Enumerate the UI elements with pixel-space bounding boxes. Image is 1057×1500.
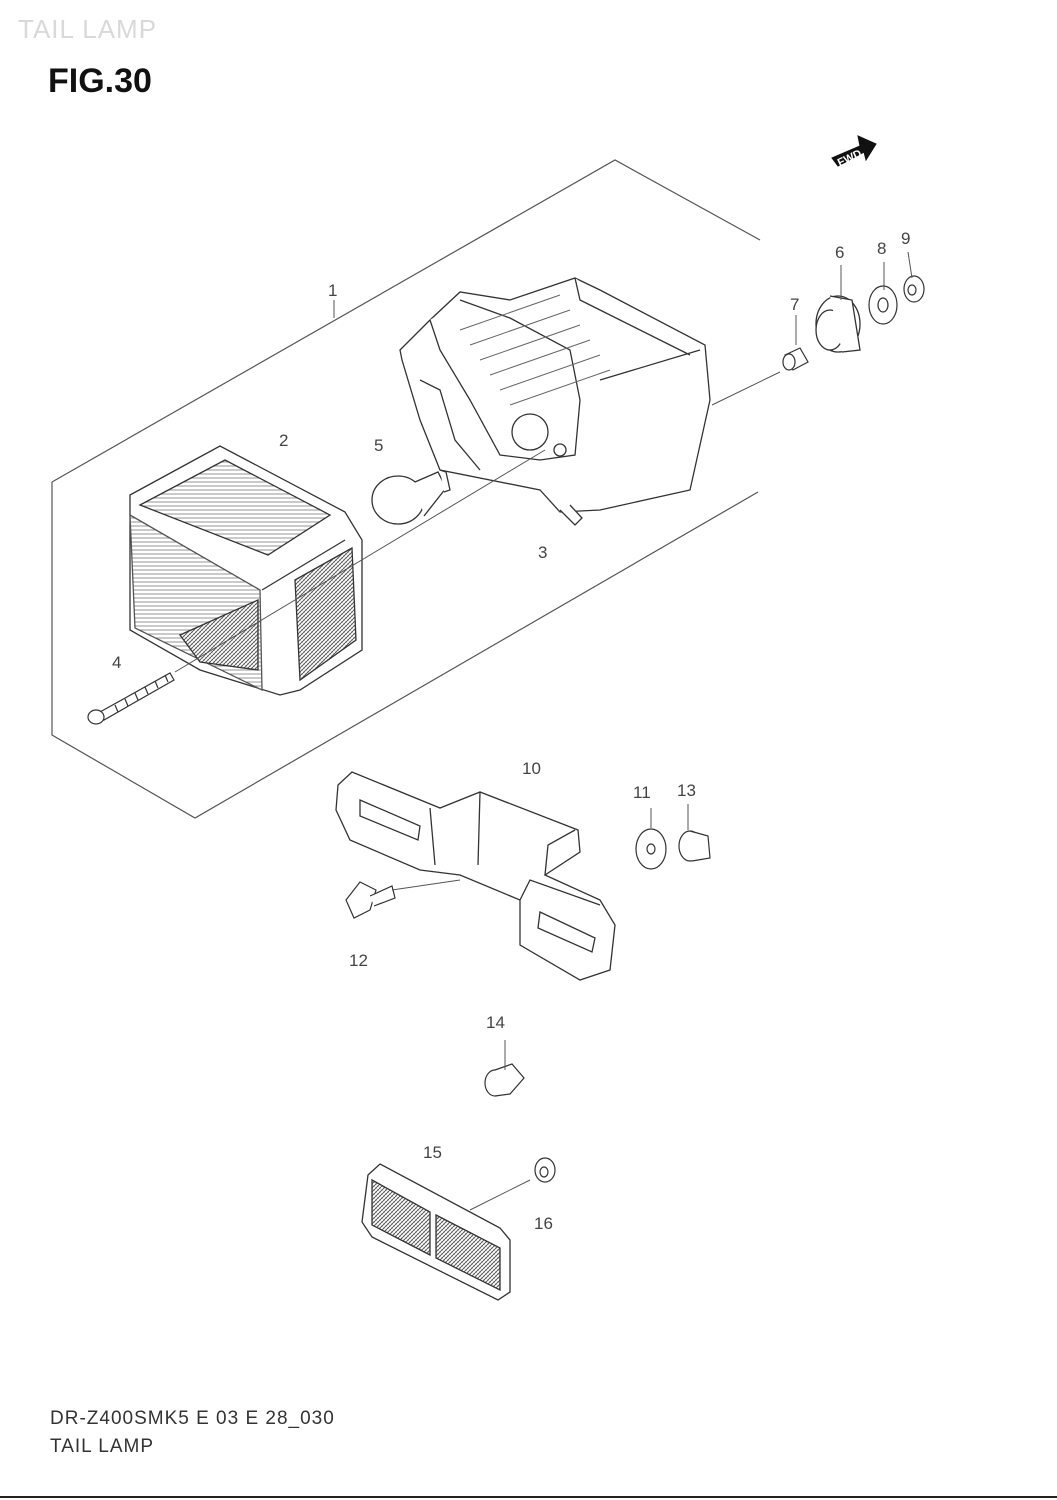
bottom-divider <box>0 1496 1057 1498</box>
callout-13: 13 <box>677 781 696 800</box>
callout-11: 11 <box>633 783 651 802</box>
callout-10: 10 <box>522 759 541 778</box>
callout-2: 2 <box>279 431 288 450</box>
figure-title: FIG.30 <box>48 62 152 100</box>
watermark: TAIL LAMP <box>18 14 158 44</box>
callout-4: 4 <box>112 653 121 672</box>
diagram-code: DR-Z400SMK5 E 03 E 28_030 <box>50 1408 335 1429</box>
callout-14: 14 <box>486 1013 505 1032</box>
bracket-washer <box>635 828 667 870</box>
callout-1: 1 <box>328 281 337 300</box>
lamp-housing <box>399 277 711 526</box>
callout-5: 5 <box>374 436 383 455</box>
callout-leaders <box>333 251 913 830</box>
fwd-arrow-icon: FWD <box>831 135 877 169</box>
callout-12: 12 <box>349 951 368 970</box>
rubber-cap <box>484 1040 525 1097</box>
collar <box>782 347 809 371</box>
callout-15: 15 <box>423 1143 442 1162</box>
reflector-nut <box>469 1157 556 1211</box>
grommet <box>815 295 861 353</box>
nut <box>903 275 925 303</box>
fwd-label: FWD <box>836 148 864 169</box>
callout-9: 9 <box>901 229 910 248</box>
tail-lamp-lens <box>129 445 363 696</box>
callout-16: 16 <box>534 1214 553 1233</box>
long-screw <box>87 449 546 725</box>
assembly-outline <box>51 159 761 819</box>
bracket <box>335 771 616 981</box>
callout-3: 3 <box>538 543 547 562</box>
bracket-nut <box>678 830 711 862</box>
callout-8: 8 <box>877 239 886 258</box>
bulb <box>371 469 451 525</box>
callout-7: 7 <box>790 295 799 314</box>
callout-6: 6 <box>835 243 844 262</box>
washer <box>868 285 898 325</box>
callout-numbers: 1 2 3 4 5 6 7 8 9 10 11 12 13 14 15 16 <box>112 229 910 1233</box>
diagram-name: TAIL LAMP <box>50 1436 155 1457</box>
reflector <box>361 1163 511 1301</box>
bracket-screw <box>345 879 461 919</box>
